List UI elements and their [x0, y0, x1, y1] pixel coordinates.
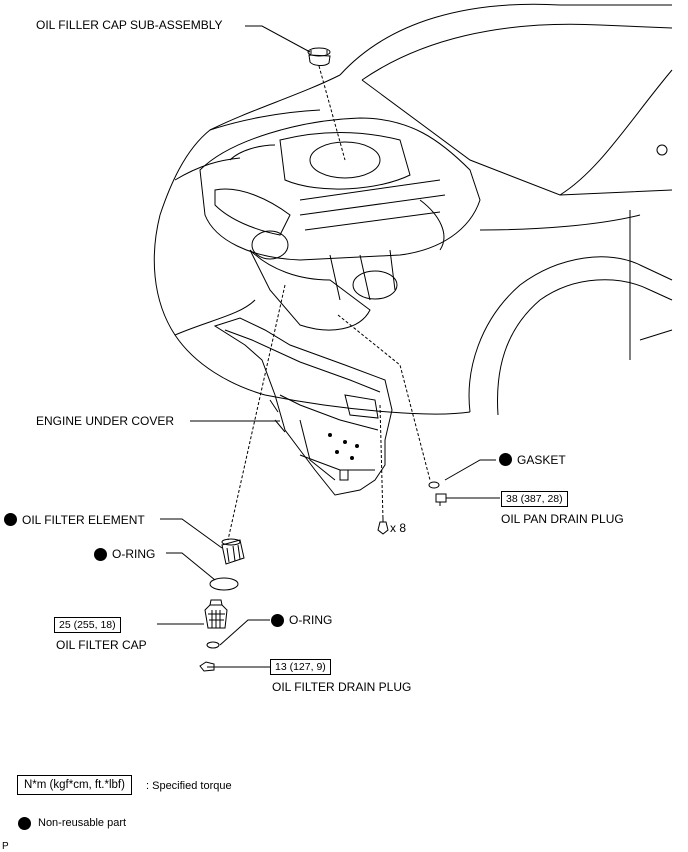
engine-under-cover-part — [213, 317, 393, 496]
dashed-lines — [227, 65, 431, 541]
legend-non-reusable-dot — [18, 817, 31, 830]
engine-assembly — [199, 117, 481, 331]
o-ring-label-1: O-RING — [112, 547, 156, 561]
oil-filter-cap-label: OIL FILTER CAP — [56, 638, 147, 652]
legend-torque-box: N*m (kgf*cm, ft.*lbf) — [17, 775, 132, 795]
car-body-outline — [153, 3, 673, 416]
oil-filler-cap-part — [307, 47, 331, 66]
clip-part — [377, 518, 389, 535]
clip-quantity-label: x 8 — [390, 521, 407, 535]
oil-filter-drain-plug-torque: 13 (127, 9) — [270, 659, 331, 675]
oil-pan-drain-plug-part — [435, 493, 447, 506]
leader-lines — [157, 25, 500, 668]
gasket-part — [428, 481, 440, 489]
o-ring-large — [209, 577, 239, 591]
legend-non-reusable-label: Non-reusable part — [38, 817, 127, 829]
oil-filter-drain-plug-label: OIL FILTER DRAIN PLUG — [272, 680, 412, 694]
oil-filler-cap-label: OIL FILLER CAP SUB-ASSEMBLY — [36, 18, 223, 32]
oil-filter-cap-part — [204, 599, 228, 629]
engine-under-cover-label: ENGINE UNDER COVER — [36, 414, 175, 428]
oil-pan-drain-plug-label: OIL PAN DRAIN PLUG — [501, 512, 624, 526]
oil-pan-drain-plug-torque: 38 (387, 28) — [501, 491, 568, 507]
non-reusable-marker-gasket — [499, 453, 512, 466]
corner-mark: P — [2, 841, 9, 852]
oil-filter-drain-plug-part — [199, 661, 215, 672]
o-ring-label-2: O-RING — [289, 613, 333, 627]
oil-filter-element-label: OIL FILTER ELEMENT — [22, 513, 145, 527]
o-ring-small — [206, 641, 220, 649]
non-reusable-marker-o-ring-1 — [94, 548, 107, 561]
legend-torque-description: : Specified torque — [146, 780, 232, 792]
non-reusable-marker-oil-filter-element — [4, 513, 17, 526]
oil-filter-cap-torque: 25 (255, 18) — [54, 617, 121, 633]
oil-filter-element-part — [221, 538, 245, 565]
non-reusable-marker-o-ring-2 — [271, 614, 284, 627]
gasket-label: GASKET — [517, 453, 566, 467]
